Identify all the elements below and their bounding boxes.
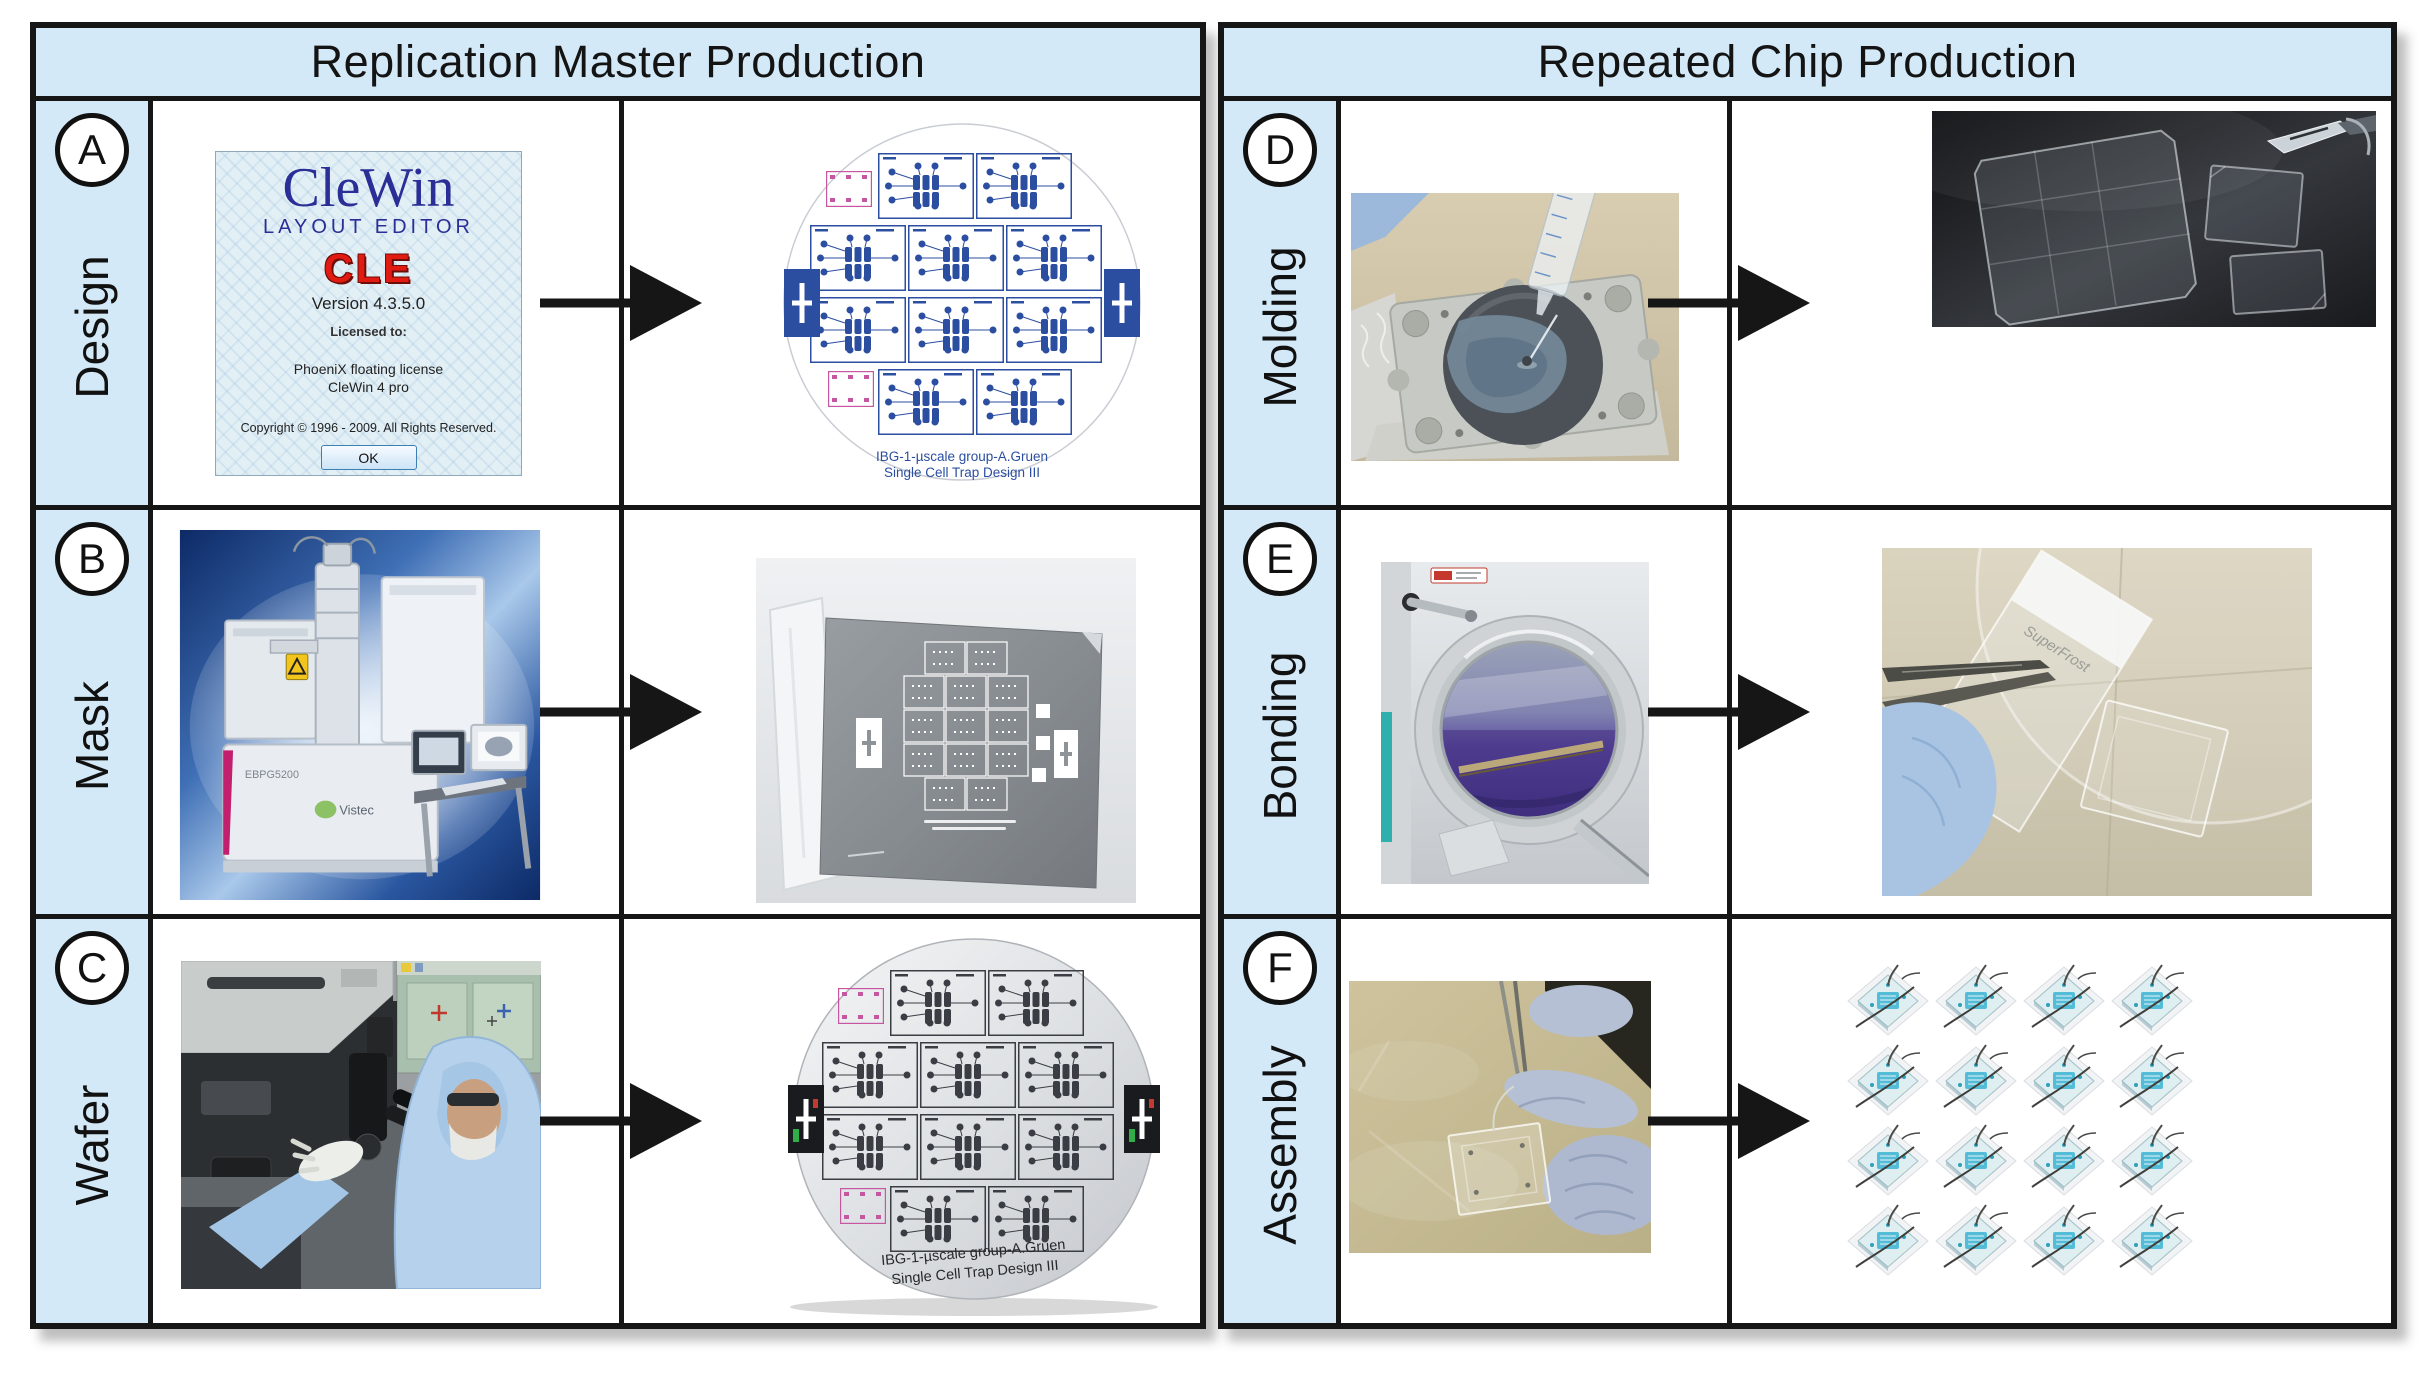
warning-icon [285, 653, 309, 681]
glove [1882, 702, 1997, 896]
processed-wafer-photo: IBG-1-µscale group-A.Gruen Single Cell T… [776, 938, 1172, 1316]
alignment-cross-left [788, 1085, 824, 1153]
bonded-chip-handling-photo: SuperFrost [1882, 548, 2312, 896]
step-label-cell-molding: D Molding [1224, 101, 1341, 505]
mask-pattern [856, 641, 1078, 830]
arrow-right-icon [1648, 1083, 1810, 1159]
pdms-chip [2080, 699, 2229, 838]
glove [290, 1138, 364, 1182]
cell-wafer-layout: IBG-1-µscale group-A.Gruen Single Cell T… [624, 101, 1200, 505]
step-label-design: Design [66, 255, 118, 399]
step-letter: A [77, 126, 106, 173]
step-letter: F [1267, 944, 1293, 991]
plasma-chamber-photo [1381, 562, 1649, 884]
step-letter-badge-a: A [55, 113, 129, 187]
clewin-subtitle: LAYOUT EDITOR [263, 216, 474, 238]
step-label-cell-wafer: C Wafer [36, 919, 153, 1323]
pdms-pouring-photo [1351, 193, 1679, 461]
brand-label [1430, 567, 1488, 584]
clewin-copyright: Copyright © 1996 - 2009. All Rights Rese… [240, 421, 497, 435]
step-letter-badge-b: B [55, 522, 129, 596]
step-label-molding: Molding [1254, 246, 1306, 408]
clewin-title: CleWin [282, 157, 455, 219]
cell-chip-assembly [1341, 919, 1732, 1323]
step-letter-badge-e: E [1243, 522, 1317, 596]
clewin-splash-screen: CleWin LAYOUT EDITOR CLE Version 4.3.5.0… [215, 151, 522, 476]
step-letter: D [1264, 126, 1296, 173]
assembled-chip [1447, 1085, 1552, 1216]
cell-cut-pdms [1732, 101, 2391, 505]
alignment-cross-left [784, 269, 820, 337]
cell-bonded-chip: SuperFrost [1732, 510, 2391, 914]
wafer-caption-line2: Single Cell Trap Design III [884, 465, 1040, 480]
step-label-cell-assembly: F Assembly [1224, 919, 1341, 1323]
wafer-caption-line1: IBG-1-µscale group-A.Gruen [876, 449, 1048, 464]
clewin-logo: CLE [324, 247, 413, 291]
step-label-bonding: Bonding [1254, 651, 1306, 821]
step-label-mask: Mask [66, 681, 118, 792]
wafer-layout-drawing: IBG-1-µscale group-A.Gruen Single Cell T… [776, 123, 1148, 481]
step-label-cell-mask: B Mask [36, 510, 153, 914]
panel-repeated-chip-production: Repeated Chip Production D Molding [1218, 22, 2397, 1329]
row-wafer: C Wafer [36, 914, 1200, 1323]
step-label-wafer: Wafer [66, 1084, 118, 1206]
row-bonding: E Bonding [1224, 505, 2391, 914]
pdms-slab-large [1973, 129, 2197, 326]
arrow-right-icon [540, 674, 702, 750]
clewin-version: Version 4.3.5.0 [311, 294, 426, 313]
clewin-licensed-to: Licensed to: [330, 324, 407, 339]
chip-assembly-photo [1349, 981, 1651, 1253]
ok-button: OK [320, 445, 417, 470]
panel-replication-master-production: Replication Master Production A Design C… [30, 22, 1206, 1329]
syringe [1527, 193, 1602, 316]
clewin-license-line1: PhoeniX floating license [293, 361, 444, 377]
step-letter-badge-c: C [55, 931, 129, 1005]
arrow-right-icon [1648, 265, 1810, 341]
chrome-photomask-photo [756, 558, 1136, 903]
step-letter: B [77, 535, 106, 582]
step-letter: E [1265, 535, 1294, 582]
pdms-slab-small-1 [2204, 164, 2304, 248]
cell-pdms-pouring [1341, 101, 1732, 505]
scalpel [2266, 115, 2376, 156]
cell-chip-batch [1732, 919, 2391, 1323]
machine-model-label: EBPG5200 [245, 769, 299, 781]
arrow-right-icon [540, 265, 702, 341]
alignment-cross-right [1104, 269, 1140, 337]
arrow-right-icon [1648, 674, 1810, 750]
row-design: A Design CleWin LAYOUT EDITOR CLE Versio… [36, 101, 1200, 505]
step-letter-badge-f: F [1243, 931, 1317, 1005]
row-molding: D Molding [1224, 101, 2391, 505]
step-label-cell-design: A Design [36, 101, 153, 505]
panel-header-replication: Replication Master Production [36, 28, 1200, 101]
step-label-cell-bonding: E Bonding [1224, 510, 1341, 914]
machine-brand-label: Vistec [339, 802, 374, 817]
step-label-assembly: Assembly [1254, 1045, 1306, 1245]
vistec-logo: Vistec [314, 800, 375, 819]
cell-processed-wafer: IBG-1-µscale group-A.Gruen Single Cell T… [624, 919, 1200, 1323]
panel-header-repeated: Repeated Chip Production [1224, 28, 2391, 101]
cell-photomask [624, 510, 1200, 914]
step-letter-badge-d: D [1243, 113, 1317, 187]
gloved-hands [1504, 1069, 1651, 1235]
pdms-slab-small-2 [2229, 249, 2327, 315]
row-mask: B Mask [36, 505, 1200, 914]
cleanroom-lithography-photo [181, 961, 541, 1289]
finished-chip-array [1847, 964, 2193, 1276]
arrow-right-icon [540, 1083, 702, 1159]
step-letter: C [76, 944, 108, 991]
alignment-cross-right [1124, 1085, 1160, 1153]
cleanroom-operator [393, 1036, 541, 1289]
row-assembly: F Assembly [1224, 914, 2391, 1323]
cut-pdms-slabs-photo [1932, 111, 2376, 327]
ebeam-mask-writer-photo: EBPG5200 Vistec [179, 530, 541, 900]
clewin-license-line2: CleWin 4 pro [328, 379, 409, 395]
